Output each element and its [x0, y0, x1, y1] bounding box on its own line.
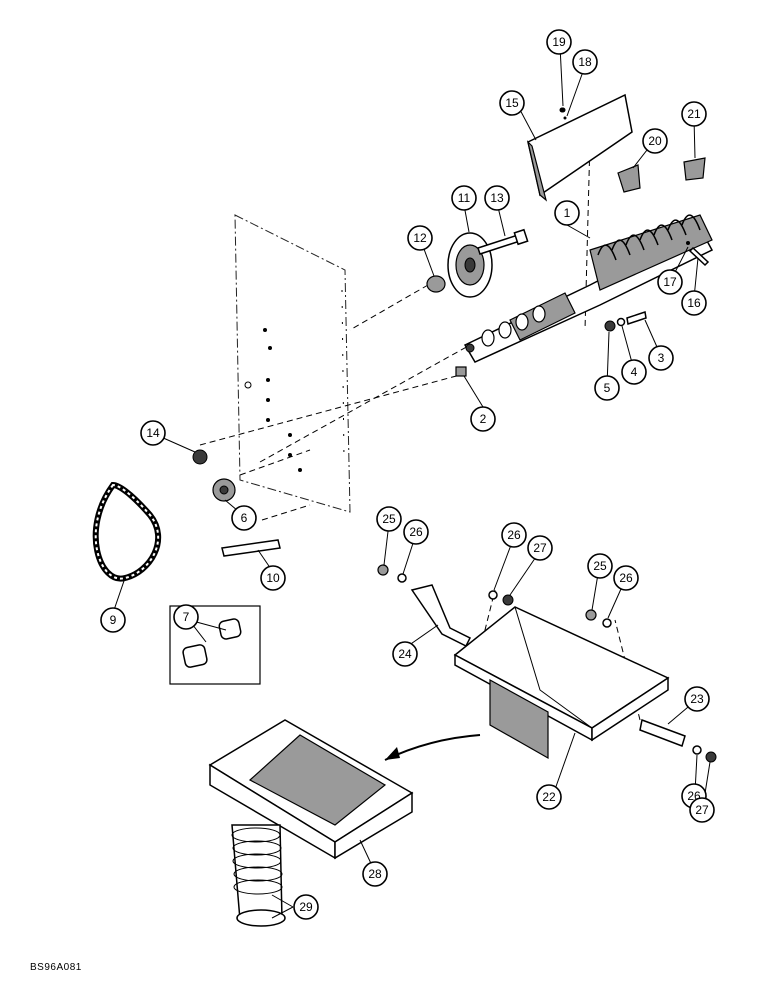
svg-text:5: 5 — [604, 381, 611, 395]
assembly-centerlines — [199, 139, 641, 721]
hopper — [453, 606, 670, 760]
svg-text:27: 27 — [695, 803, 709, 817]
callout-23: 23 — [684, 686, 710, 712]
svg-text:12: 12 — [413, 231, 427, 245]
svg-text:20: 20 — [648, 134, 662, 148]
svg-text:26: 26 — [619, 571, 633, 585]
drive-chain — [92, 481, 162, 582]
svg-text:26: 26 — [409, 525, 423, 539]
callout-24: 24 — [392, 641, 418, 667]
bolt — [477, 228, 529, 255]
callout-11: 11 — [451, 185, 477, 211]
svg-text:22: 22 — [542, 790, 556, 804]
svg-text:14: 14 — [146, 426, 160, 440]
svg-text:11: 11 — [458, 191, 471, 205]
bracket-arm — [410, 584, 472, 648]
bolt-washer-nut — [604, 311, 647, 332]
mounting-plate — [234, 214, 351, 513]
drawing-reference-code: BS96A081 — [30, 962, 82, 973]
callout-12: 12 — [407, 225, 433, 251]
callout-20: 20 — [642, 128, 668, 154]
svg-text:17: 17 — [663, 275, 677, 289]
callout-4: 4 — [621, 359, 647, 385]
callout-2: 2 — [470, 406, 496, 432]
svg-text:21: 21 — [687, 107, 701, 121]
svg-text:15: 15 — [505, 96, 519, 110]
callout-28: 28 — [362, 861, 388, 887]
callout-14: 14 — [140, 420, 166, 446]
svg-text:2: 2 — [480, 412, 487, 426]
svg-text:19: 19 — [552, 35, 566, 49]
bushing — [426, 275, 446, 293]
callout-16: 16 — [681, 290, 707, 316]
flex-tube — [231, 824, 286, 927]
svg-text:16: 16 — [687, 296, 701, 310]
shield-cover — [526, 93, 633, 202]
callout-1: 1 — [554, 200, 580, 226]
nut — [192, 449, 208, 465]
svg-text:18: 18 — [578, 55, 592, 69]
callout-17: 17 — [657, 269, 683, 295]
pulley — [447, 232, 493, 298]
callout-5: 5 — [594, 375, 620, 401]
clip — [617, 164, 641, 193]
svg-text:4: 4 — [631, 365, 638, 379]
svg-text:29: 29 — [299, 900, 313, 914]
callout-19: 19 — [546, 29, 572, 55]
hopper-hardware — [377, 564, 717, 763]
callout-7: 7 — [173, 604, 199, 630]
svg-text:23: 23 — [690, 692, 704, 706]
callout-26c: 26 — [613, 565, 639, 591]
callout-15: 15 — [499, 90, 525, 116]
lock-washer — [560, 107, 566, 113]
arrowhead — [385, 747, 400, 760]
callout-8: 18 — [572, 49, 598, 75]
callout-22: 22 — [536, 784, 562, 810]
svg-text:25: 25 — [593, 559, 607, 573]
svg-text:13: 13 — [490, 191, 504, 205]
svg-text:6: 6 — [241, 511, 248, 525]
callout-10: 10 — [260, 565, 286, 591]
coupler-inset — [169, 605, 261, 685]
callout-3: 3 — [648, 345, 674, 371]
callout-26a: 26 — [403, 519, 429, 545]
lower-tray — [208, 719, 414, 860]
pins — [686, 241, 710, 267]
svg-text:26: 26 — [507, 528, 521, 542]
svg-text:28: 28 — [368, 867, 382, 881]
auger-tube — [463, 214, 714, 363]
callout-21: 21 — [681, 101, 707, 127]
svg-text:25: 25 — [382, 512, 396, 526]
strap — [221, 539, 281, 557]
spacer — [455, 366, 467, 377]
svg-text:27: 27 — [533, 541, 547, 555]
sprocket — [212, 478, 236, 502]
callout-13: 13 — [484, 185, 510, 211]
callout-26b: 26 — [501, 522, 527, 548]
svg-text:3: 3 — [658, 351, 665, 365]
callout-25b: 25 — [587, 553, 613, 579]
end-block — [683, 157, 706, 181]
callout-29: 29 — [293, 894, 319, 920]
svg-text:10: 10 — [266, 571, 280, 585]
callout-9: 9 — [100, 607, 126, 633]
callout-27b: 27 — [689, 797, 715, 823]
svg-text:9: 9 — [110, 613, 117, 627]
mounting-tab — [639, 718, 686, 747]
svg-text:7: 7 — [183, 610, 190, 624]
callout-6: 6 — [231, 505, 257, 531]
svg-text:24: 24 — [398, 647, 412, 661]
callout-25a: 25 — [376, 506, 402, 532]
callout-27a: 27 — [527, 535, 553, 561]
svg-text:1: 1 — [564, 206, 571, 220]
